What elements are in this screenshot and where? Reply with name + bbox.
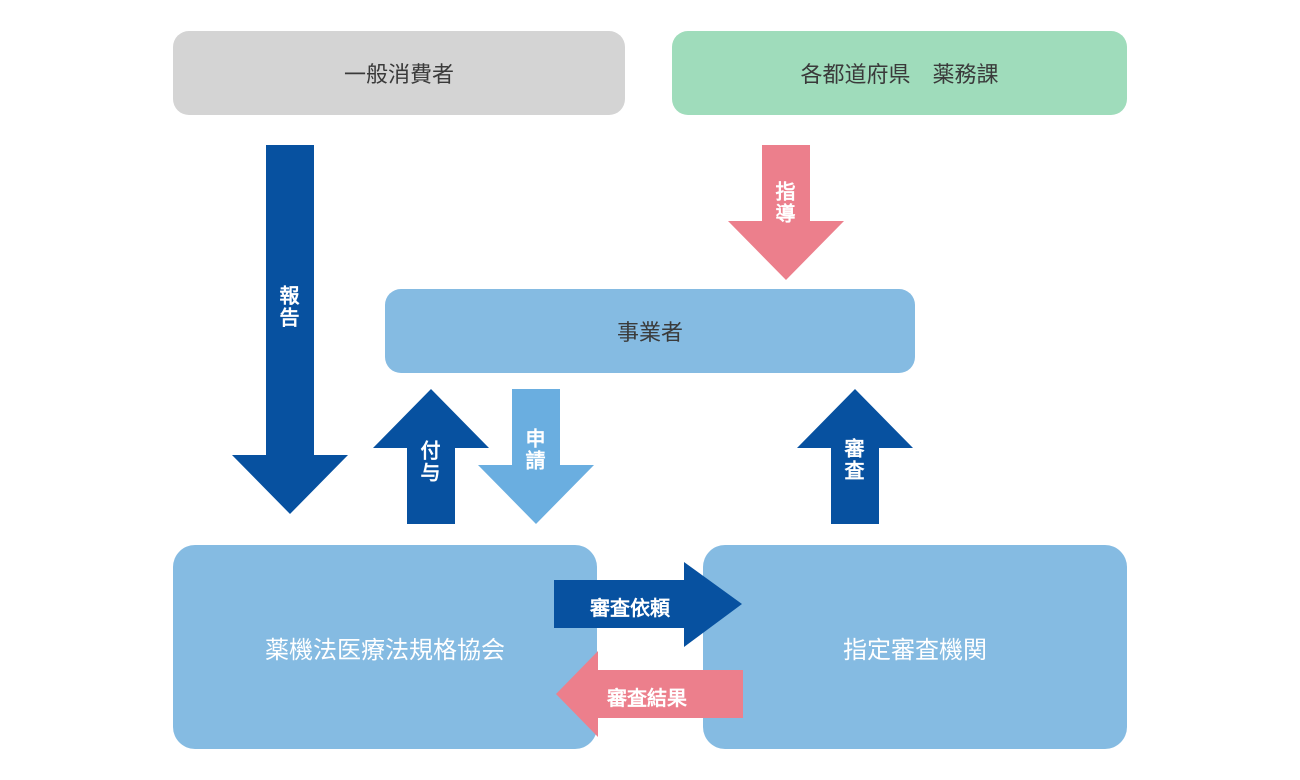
label-apply: 申請	[522, 428, 546, 472]
node-business-operator: 事業者	[385, 289, 915, 373]
arrow-grant	[373, 389, 489, 524]
label-guidance: 指導	[772, 181, 796, 225]
arrow-review-result	[556, 651, 743, 737]
label-grant: 付与	[417, 440, 441, 484]
node-designated-review-agency: 指定審査機関	[703, 545, 1127, 749]
node-association: 薬機法医療法規格協会	[173, 545, 597, 749]
label-review-request: 審査依頼	[590, 596, 670, 620]
arrow-guidance	[728, 145, 844, 280]
arrow-report	[232, 145, 348, 514]
node-prefecture-pharmaceutical-affairs: 各都道府県 薬務課	[672, 31, 1127, 115]
label-review: 審査	[841, 438, 865, 482]
arrow-review	[797, 389, 913, 524]
node-consumer: 一般消費者	[173, 31, 625, 115]
arrow-apply	[478, 389, 594, 524]
label-review-result: 審査結果	[607, 686, 687, 710]
arrow-review-request	[554, 562, 742, 647]
label-report: 報告	[276, 285, 300, 329]
